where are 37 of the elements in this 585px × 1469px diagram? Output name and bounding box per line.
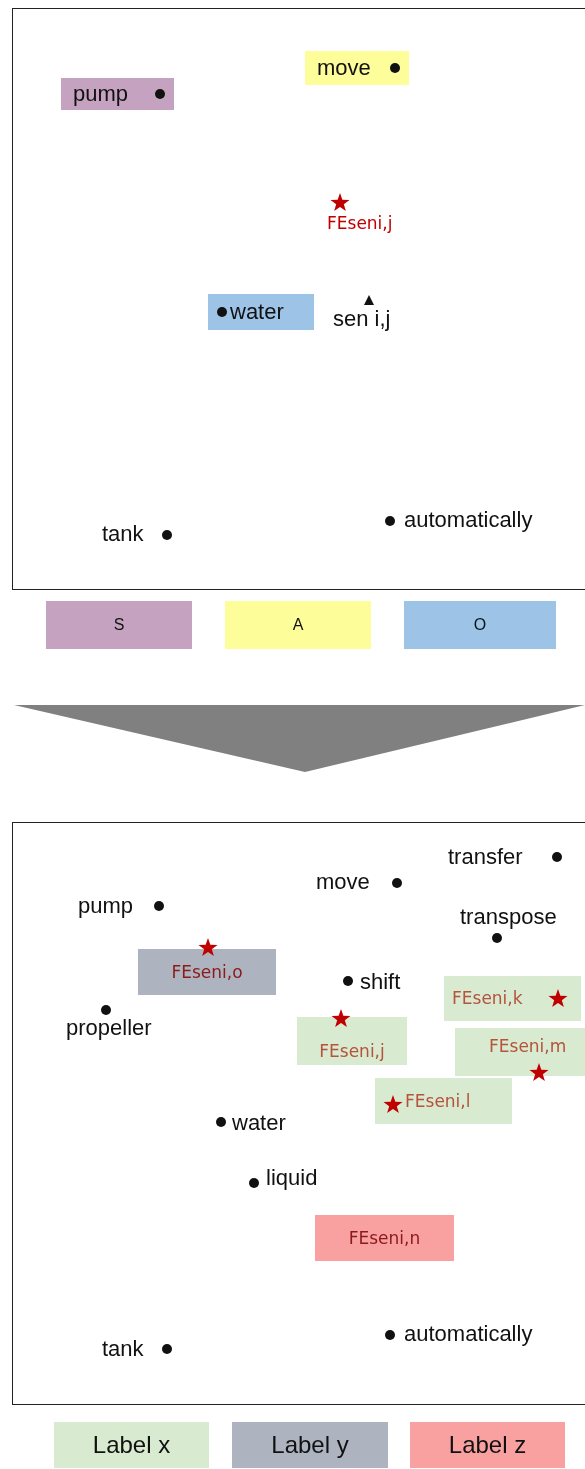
term-label: transpose (460, 906, 557, 928)
term-label: water (230, 301, 284, 323)
category-tag (61, 78, 174, 110)
term-label: FEseni,o (171, 963, 243, 981)
category-tag (208, 294, 314, 330)
category-tag (444, 976, 581, 1021)
term-label: tank (102, 523, 144, 545)
term-label: move (316, 871, 370, 893)
legend-label: O (473, 617, 487, 633)
legend-label: A (292, 617, 304, 633)
term-label: automatically (404, 1323, 533, 1345)
plot-panel (12, 822, 585, 1405)
term-label: tank (102, 1338, 144, 1360)
plot-panel (12, 8, 585, 590)
legend-label: Label z (448, 1433, 527, 1457)
legend-label: S (113, 617, 125, 633)
legend-label: Label x (92, 1433, 171, 1457)
term-label: water (232, 1112, 286, 1134)
term-label: FEseni,k (452, 990, 523, 1007)
term-label: pump (78, 895, 134, 917)
term-label: transfer (448, 846, 523, 868)
term-label: FEseni,j (319, 1042, 385, 1060)
category-tag (315, 1215, 454, 1261)
term-label: liquid (266, 1167, 318, 1189)
term-label: pump (73, 83, 129, 105)
term-label: FEseni,m (489, 1038, 567, 1055)
term-label: FEseni,j (327, 215, 393, 232)
term-label: propeller (66, 1017, 152, 1039)
category-tag (305, 51, 409, 85)
chevron-arrow (14, 705, 585, 772)
category-tag (375, 1078, 512, 1124)
term-label: move (317, 57, 371, 79)
term-label: shift (360, 971, 401, 993)
term-label: automatically (404, 509, 533, 531)
term-label: FEseni,l (405, 1092, 471, 1110)
term-label: FEseni,n (348, 1229, 421, 1247)
legend-label: Label y (271, 1433, 349, 1457)
